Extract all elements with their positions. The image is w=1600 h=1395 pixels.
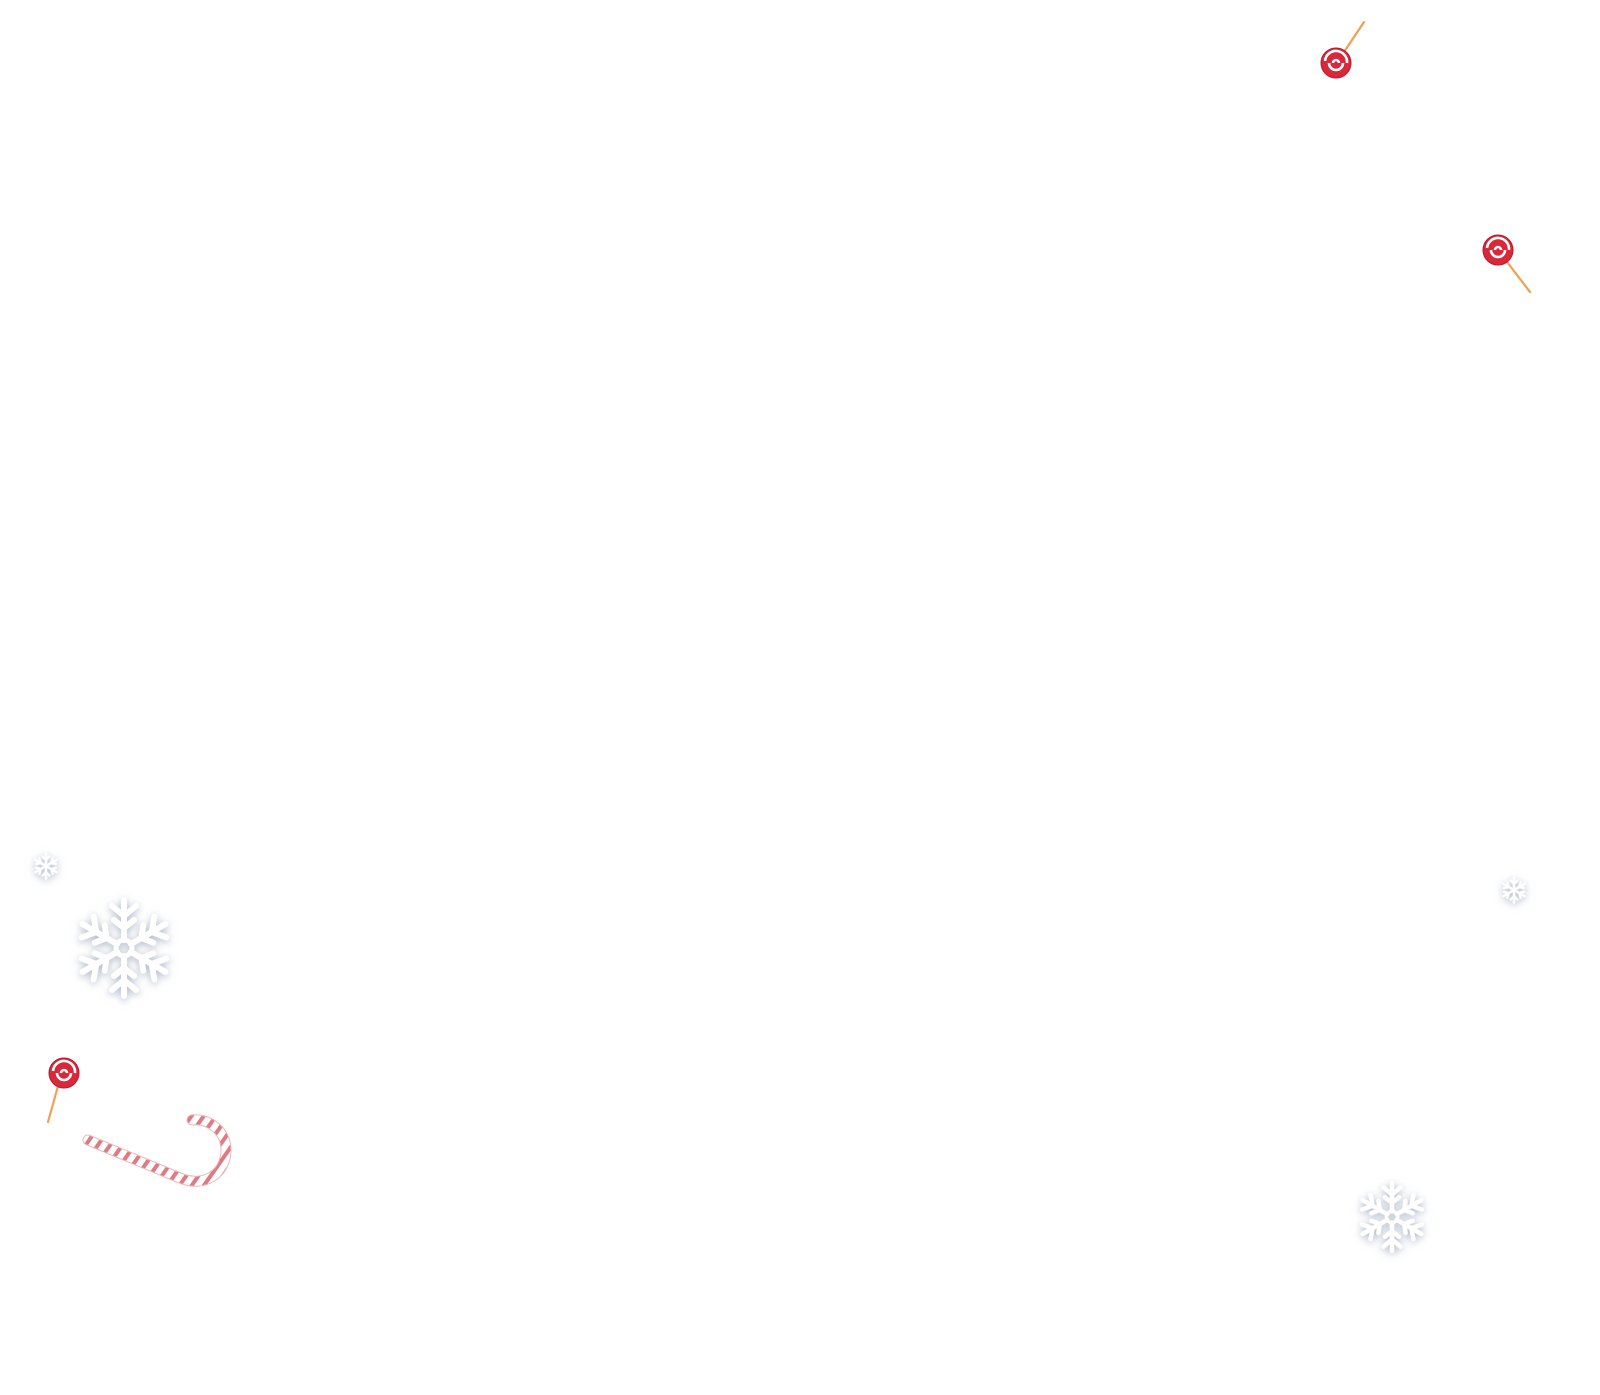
lollipop-top-right <box>1320 20 1370 82</box>
snowflake-icon <box>34 852 58 880</box>
lollipop-icon <box>1482 234 1532 294</box>
candy-cane <box>82 1112 234 1190</box>
snowflake-icon <box>1359 1180 1425 1254</box>
lollipop-right <box>1482 234 1534 296</box>
snowflake-small-right <box>1500 876 1528 904</box>
lollipop-icon <box>46 1057 80 1124</box>
candy-cane-icon <box>82 1114 232 1187</box>
snowflake-large-left <box>70 896 178 1000</box>
snowflake-icon <box>78 897 170 999</box>
snowflake-medium-right <box>1354 1180 1430 1254</box>
snowflake-icon <box>1502 876 1526 904</box>
lollipop-icon <box>1320 20 1366 79</box>
lollipop-bottom-left <box>44 1056 84 1126</box>
snowflake-small-left <box>32 852 60 880</box>
